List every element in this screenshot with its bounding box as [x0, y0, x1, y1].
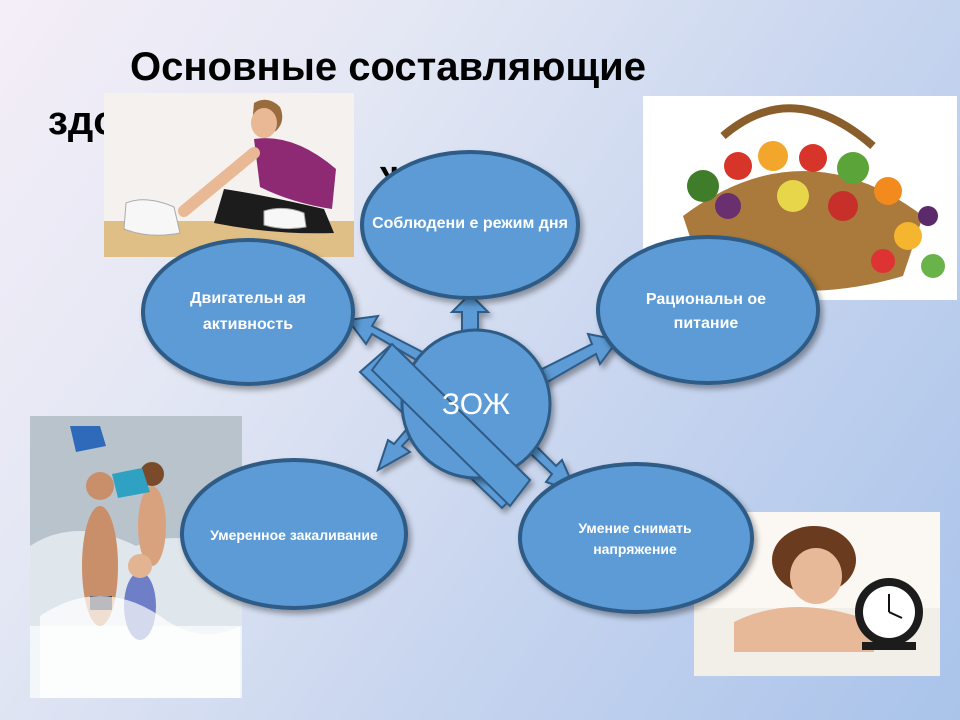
- motion-label: Двигательн ая активность: [190, 290, 306, 333]
- stress-label: Умение снимать напряжение: [578, 520, 692, 557]
- center-overlay-band: [370, 342, 532, 508]
- node-motion: [141, 238, 355, 386]
- schedule-label: Соблюдени е режим дня: [372, 215, 568, 232]
- node-schedule: [360, 150, 580, 300]
- title-line-1: Основные составляющие: [130, 45, 647, 89]
- nutrition-label: Рациональн ое питание: [645, 291, 767, 332]
- node-hardening: [180, 458, 408, 610]
- node-nutrition: [596, 235, 820, 385]
- arrow-to-nutrition: [534, 332, 620, 386]
- hardening-label: Умеренное закаливание: [210, 526, 378, 543]
- center-label: ЗОЖ: [441, 388, 511, 421]
- node-stress: [518, 462, 754, 614]
- center-node: [400, 328, 552, 480]
